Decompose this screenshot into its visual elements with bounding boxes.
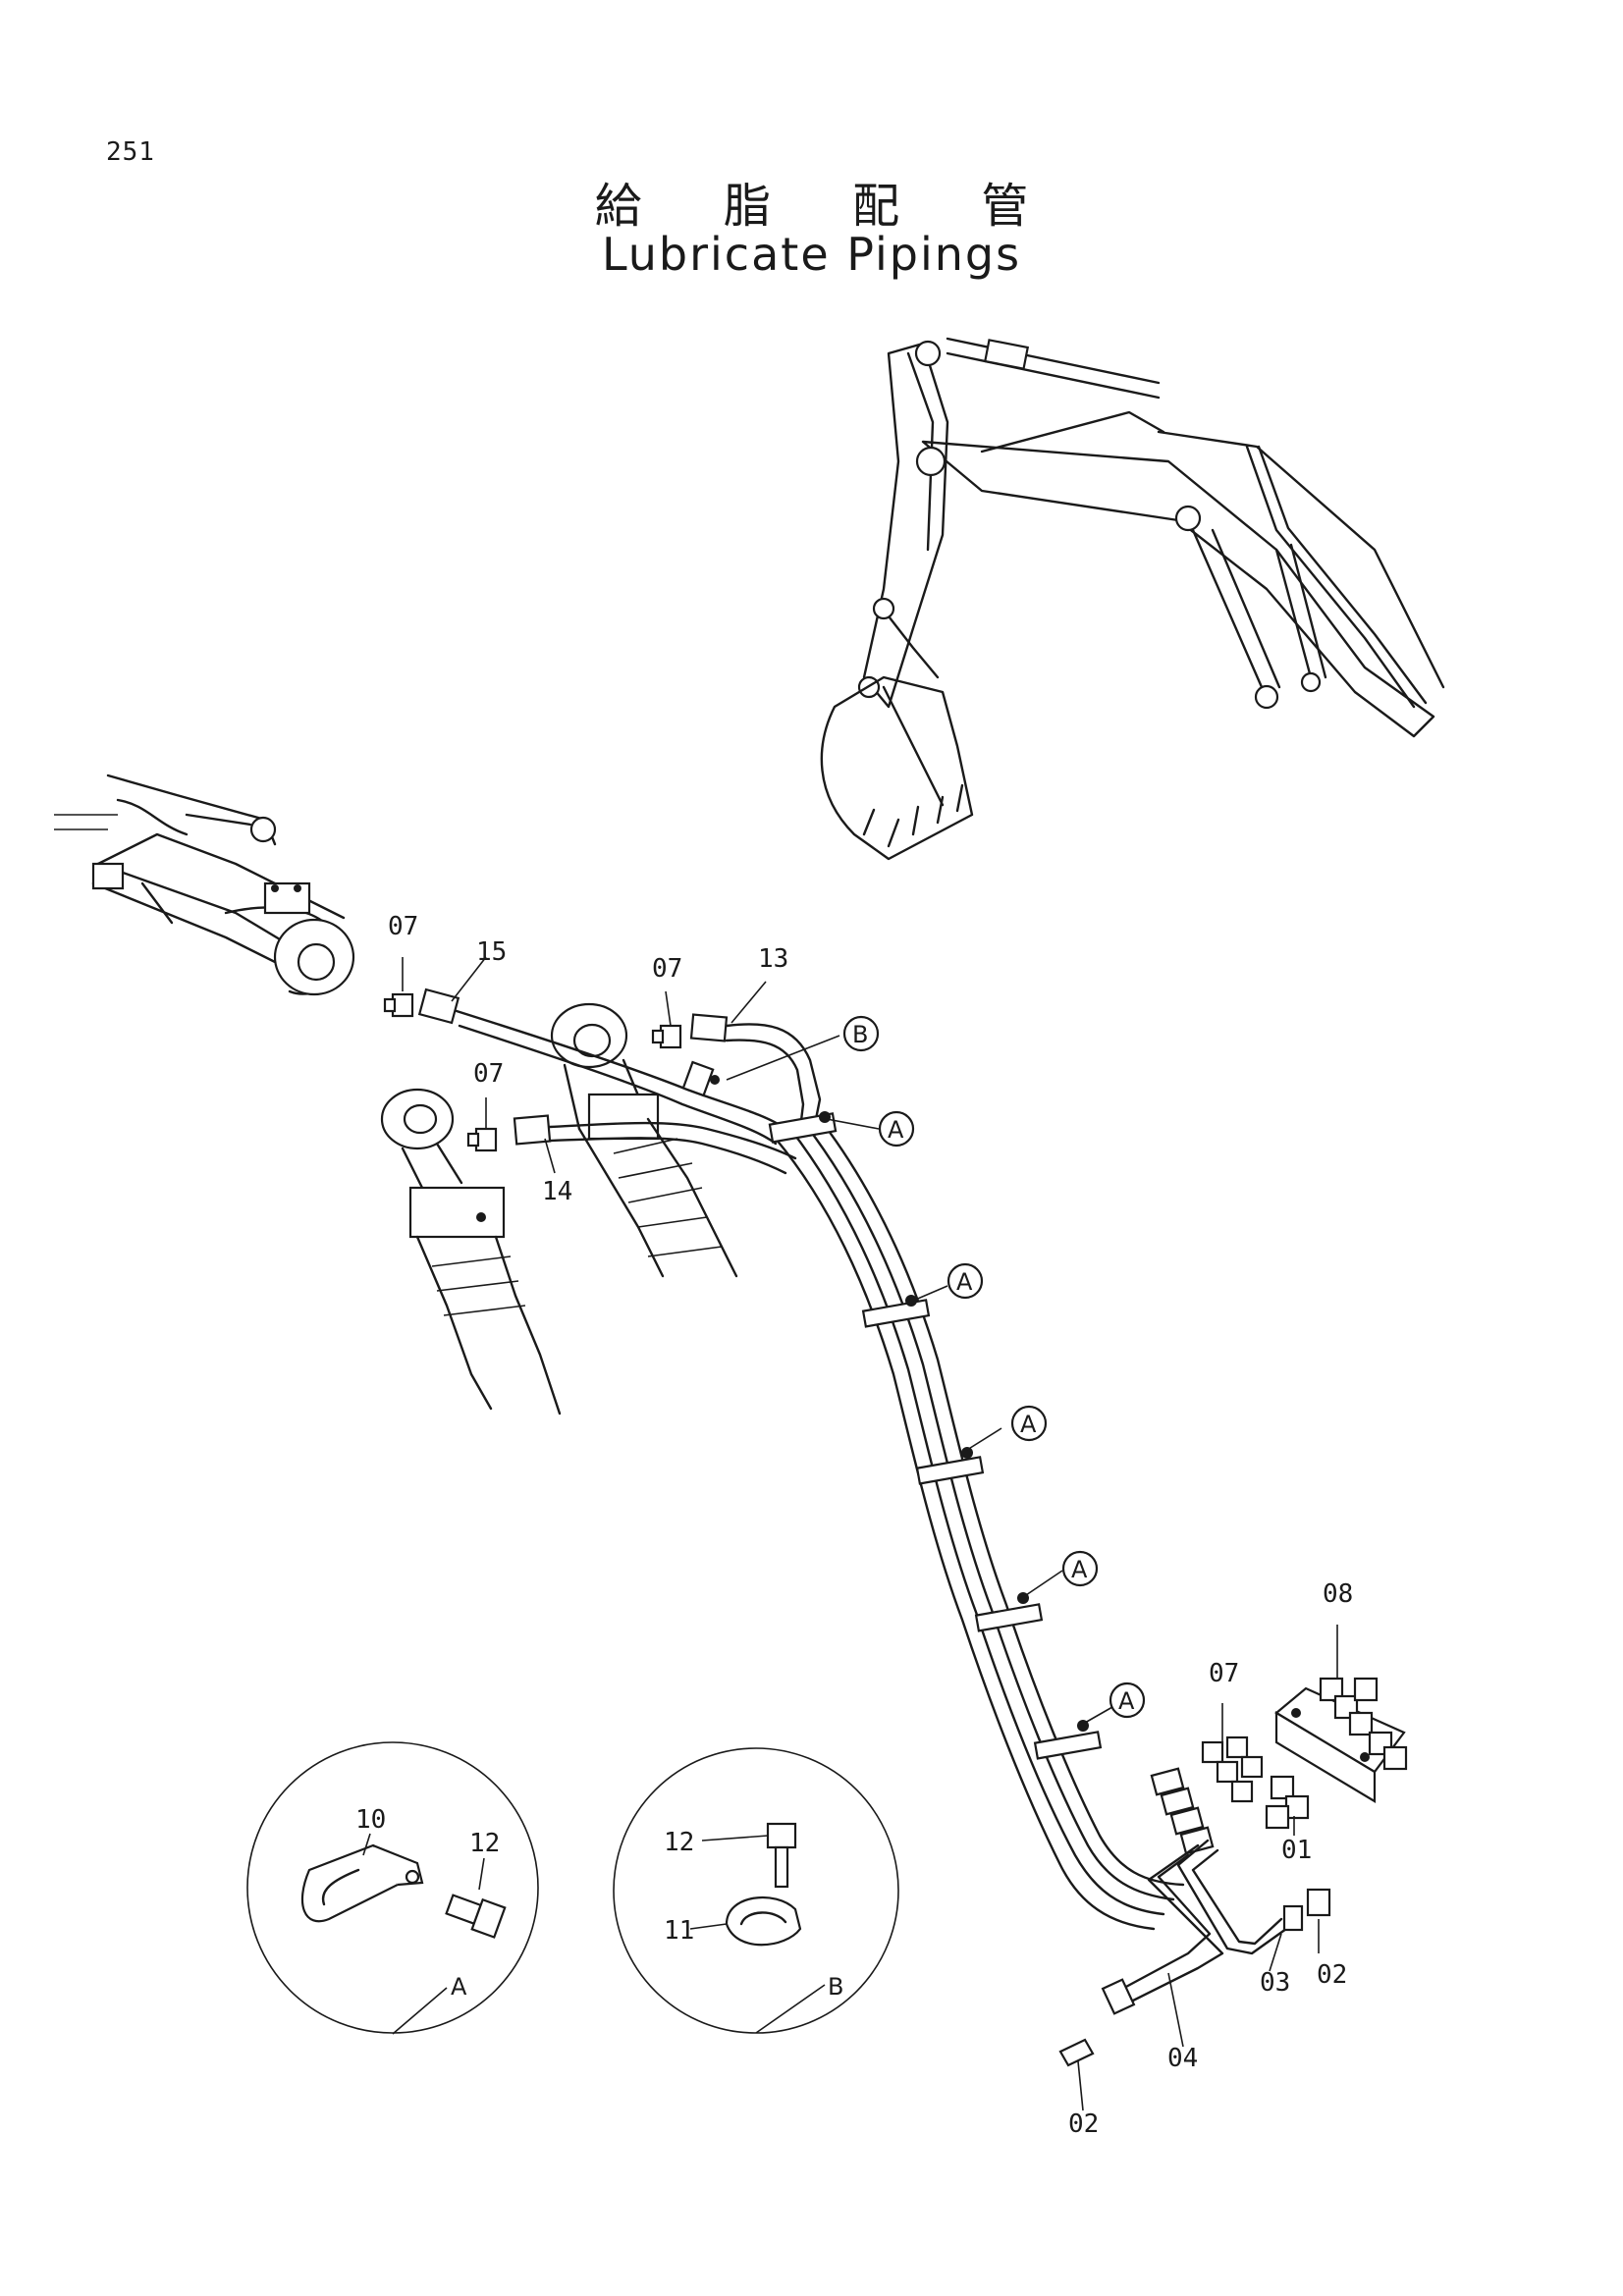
callout-08: 08 <box>1323 1579 1353 1609</box>
ref-balloons: B A A A A A A B <box>392 1015 1146 2035</box>
page-number: 251 <box>106 137 155 167</box>
ref-a-clamp-2: A <box>956 1268 973 1296</box>
callout-12-detail-b: 12 <box>664 1828 694 1857</box>
fittings-01 <box>1265 1775 1310 1830</box>
pipe-clamp <box>1033 1720 1103 1760</box>
lower-pipes <box>1058 1839 1331 2067</box>
callout-10: 10 <box>355 1805 386 1835</box>
leader-lines <box>362 956 1338 2111</box>
callout-01: 01 <box>1281 1836 1312 1865</box>
callout-04: 04 <box>1167 2044 1198 2073</box>
callout-02-bottom: 02 <box>1068 2109 1099 2139</box>
callout-02-right: 02 <box>1317 1960 1347 1990</box>
callout-13: 13 <box>758 944 788 974</box>
callout-15: 15 <box>476 937 507 967</box>
cylinder-assemblies <box>54 774 738 1415</box>
detail-a-label: A <box>451 1973 467 2001</box>
grease-fittings-07 <box>383 992 682 1152</box>
pipe-clamp <box>915 1447 985 1485</box>
callout-07-middle: 07 <box>652 954 682 984</box>
ref-a-clamp-3: A <box>1020 1411 1037 1438</box>
title-english: Lubricate Pipings <box>601 228 1022 281</box>
ref-a-clamp-5: A <box>1118 1687 1135 1715</box>
main-pipe-bundle <box>768 1111 1215 1931</box>
callout-07-lower: 07 <box>473 1059 504 1089</box>
ref-b-hose: B <box>852 1021 868 1048</box>
detail-view-a <box>246 1741 539 2034</box>
title-japanese: 給 脂 配 管 <box>594 179 1062 234</box>
pipe-clamp <box>861 1295 931 1328</box>
callout-03: 03 <box>1260 1968 1290 1998</box>
distribution-block <box>1201 1677 1408 1830</box>
hoses <box>417 988 822 1175</box>
detail-b-label: B <box>828 1973 843 2001</box>
part-callouts: 07 15 07 13 07 14 08 07 01 02 03 04 02 1… <box>355 912 1353 2139</box>
detail-view-b <box>613 1747 899 2034</box>
grease-nipples-08 <box>1319 1677 1408 1771</box>
ref-a-clamp-4: A <box>1071 1556 1088 1583</box>
ref-a-clamp-1: A <box>888 1116 904 1144</box>
grease-fittings-07-cluster <box>1201 1735 1264 1803</box>
callout-12-detail-a: 12 <box>469 1829 500 1858</box>
excavator-front-illustration <box>820 337 1445 861</box>
callout-11: 11 <box>664 1916 694 1946</box>
pipe-clamp <box>974 1592 1044 1632</box>
callout-14: 14 <box>542 1177 572 1206</box>
callout-07-top-left: 07 <box>388 912 418 941</box>
callout-07-cluster: 07 <box>1209 1659 1239 1688</box>
